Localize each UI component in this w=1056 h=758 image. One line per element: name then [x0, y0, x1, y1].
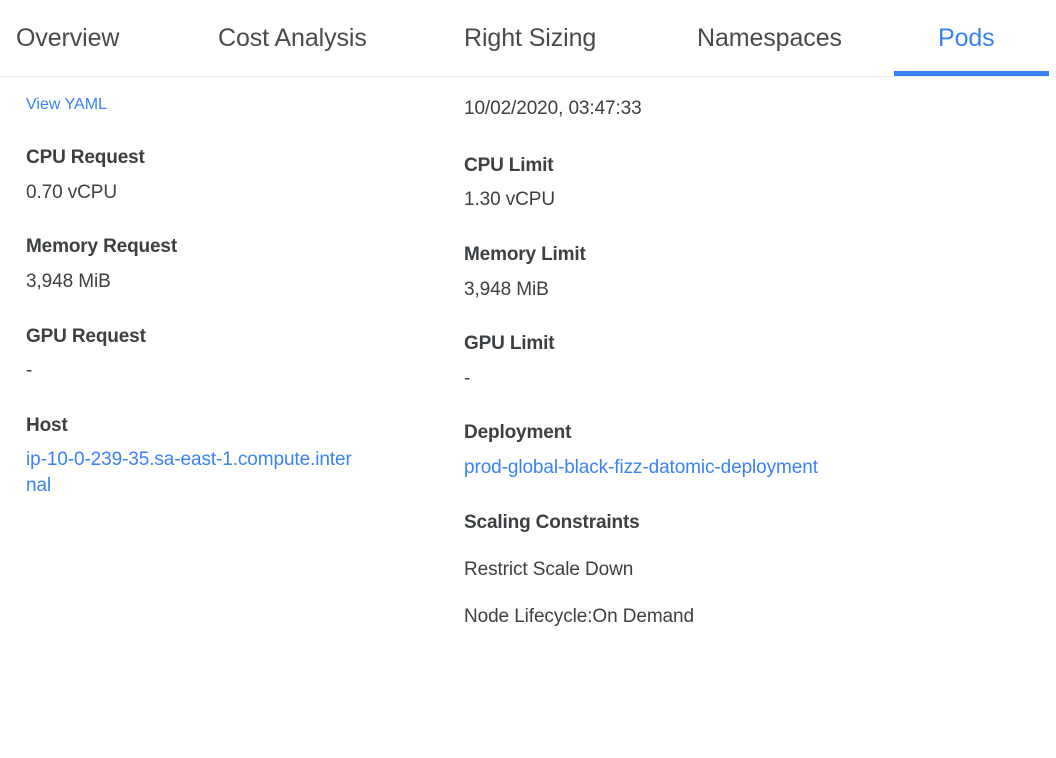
view-yaml-row: View YAML	[26, 96, 356, 114]
field-value-gpu-request: -	[26, 360, 33, 382]
detail-right-column: 10/02/2020, 03:47:33 CPU Limit 1.30 vCPU…	[464, 96, 839, 630]
field-label-gpu-request: GPU Request	[26, 325, 146, 347]
detail-left-column: View YAML CPU Request 0.70 vCPU Memory R…	[26, 96, 356, 499]
field-deployment: Deployment prod-global-black-fizz-datomi…	[464, 420, 839, 480]
field-value-deployment-link[interactable]: prod-global-black-fizz-datomic-deploymen…	[464, 457, 818, 479]
field-memory-request: Memory Request 3,948 MiB	[26, 234, 356, 294]
scaling-constraint-item: Node Lifecycle:On Demand	[464, 606, 694, 628]
view-yaml-link[interactable]: View YAML	[26, 96, 107, 113]
field-value-memory-request: 3,948 MiB	[26, 270, 111, 292]
tab-bar: Overview Cost Analysis Right Sizing Name…	[0, 0, 1056, 77]
field-label-cpu-limit: CPU Limit	[464, 154, 554, 176]
timestamp-row: 10/02/2020, 03:47:33	[464, 96, 839, 122]
pod-timestamp: 10/02/2020, 03:47:33	[464, 98, 642, 119]
field-memory-limit: Memory Limit 3,948 MiB	[464, 242, 839, 302]
field-value-cpu-limit: 1.30 vCPU	[464, 189, 555, 211]
field-value-host-link[interactable]: ip-10-0-239-35.sa-east-1.compute.interna…	[26, 449, 352, 497]
field-label-gpu-limit: GPU Limit	[464, 333, 555, 355]
field-gpu-request: GPU Request -	[26, 324, 356, 384]
field-value-cpu-request: 0.70 vCPU	[26, 181, 117, 203]
field-value-gpu-limit: -	[464, 367, 471, 389]
field-label-host: Host	[26, 414, 68, 436]
active-tab-indicator	[894, 71, 1049, 76]
field-value-memory-limit: 3,948 MiB	[464, 278, 549, 300]
tab-namespaces[interactable]: Namespaces	[697, 24, 842, 52]
field-label-deployment: Deployment	[464, 422, 572, 444]
field-gpu-limit: GPU Limit -	[464, 331, 839, 391]
scaling-constraint-item: Restrict Scale Down	[464, 559, 634, 581]
pod-detail-panel: View YAML CPU Request 0.70 vCPU Memory R…	[0, 77, 1056, 627]
tab-overview[interactable]: Overview	[16, 24, 120, 52]
field-label-memory-request: Memory Request	[26, 236, 177, 258]
scaling-constraints-section: Scaling Constraints Restrict Scale Down …	[464, 510, 839, 630]
tab-right-sizing[interactable]: Right Sizing	[464, 24, 597, 52]
tab-cost-analysis[interactable]: Cost Analysis	[218, 24, 367, 52]
field-label-cpu-request: CPU Request	[26, 147, 145, 168]
field-cpu-request: CPU Request 0.70 vCPU	[26, 145, 356, 205]
tab-pods[interactable]: Pods	[938, 24, 995, 52]
field-host: Host ip-10-0-239-35.sa-east-1.compute.in…	[26, 413, 356, 499]
field-cpu-limit: CPU Limit 1.30 vCPU	[464, 153, 839, 213]
field-label-memory-limit: Memory Limit	[464, 243, 586, 265]
scaling-constraints-label: Scaling Constraints	[464, 511, 640, 533]
